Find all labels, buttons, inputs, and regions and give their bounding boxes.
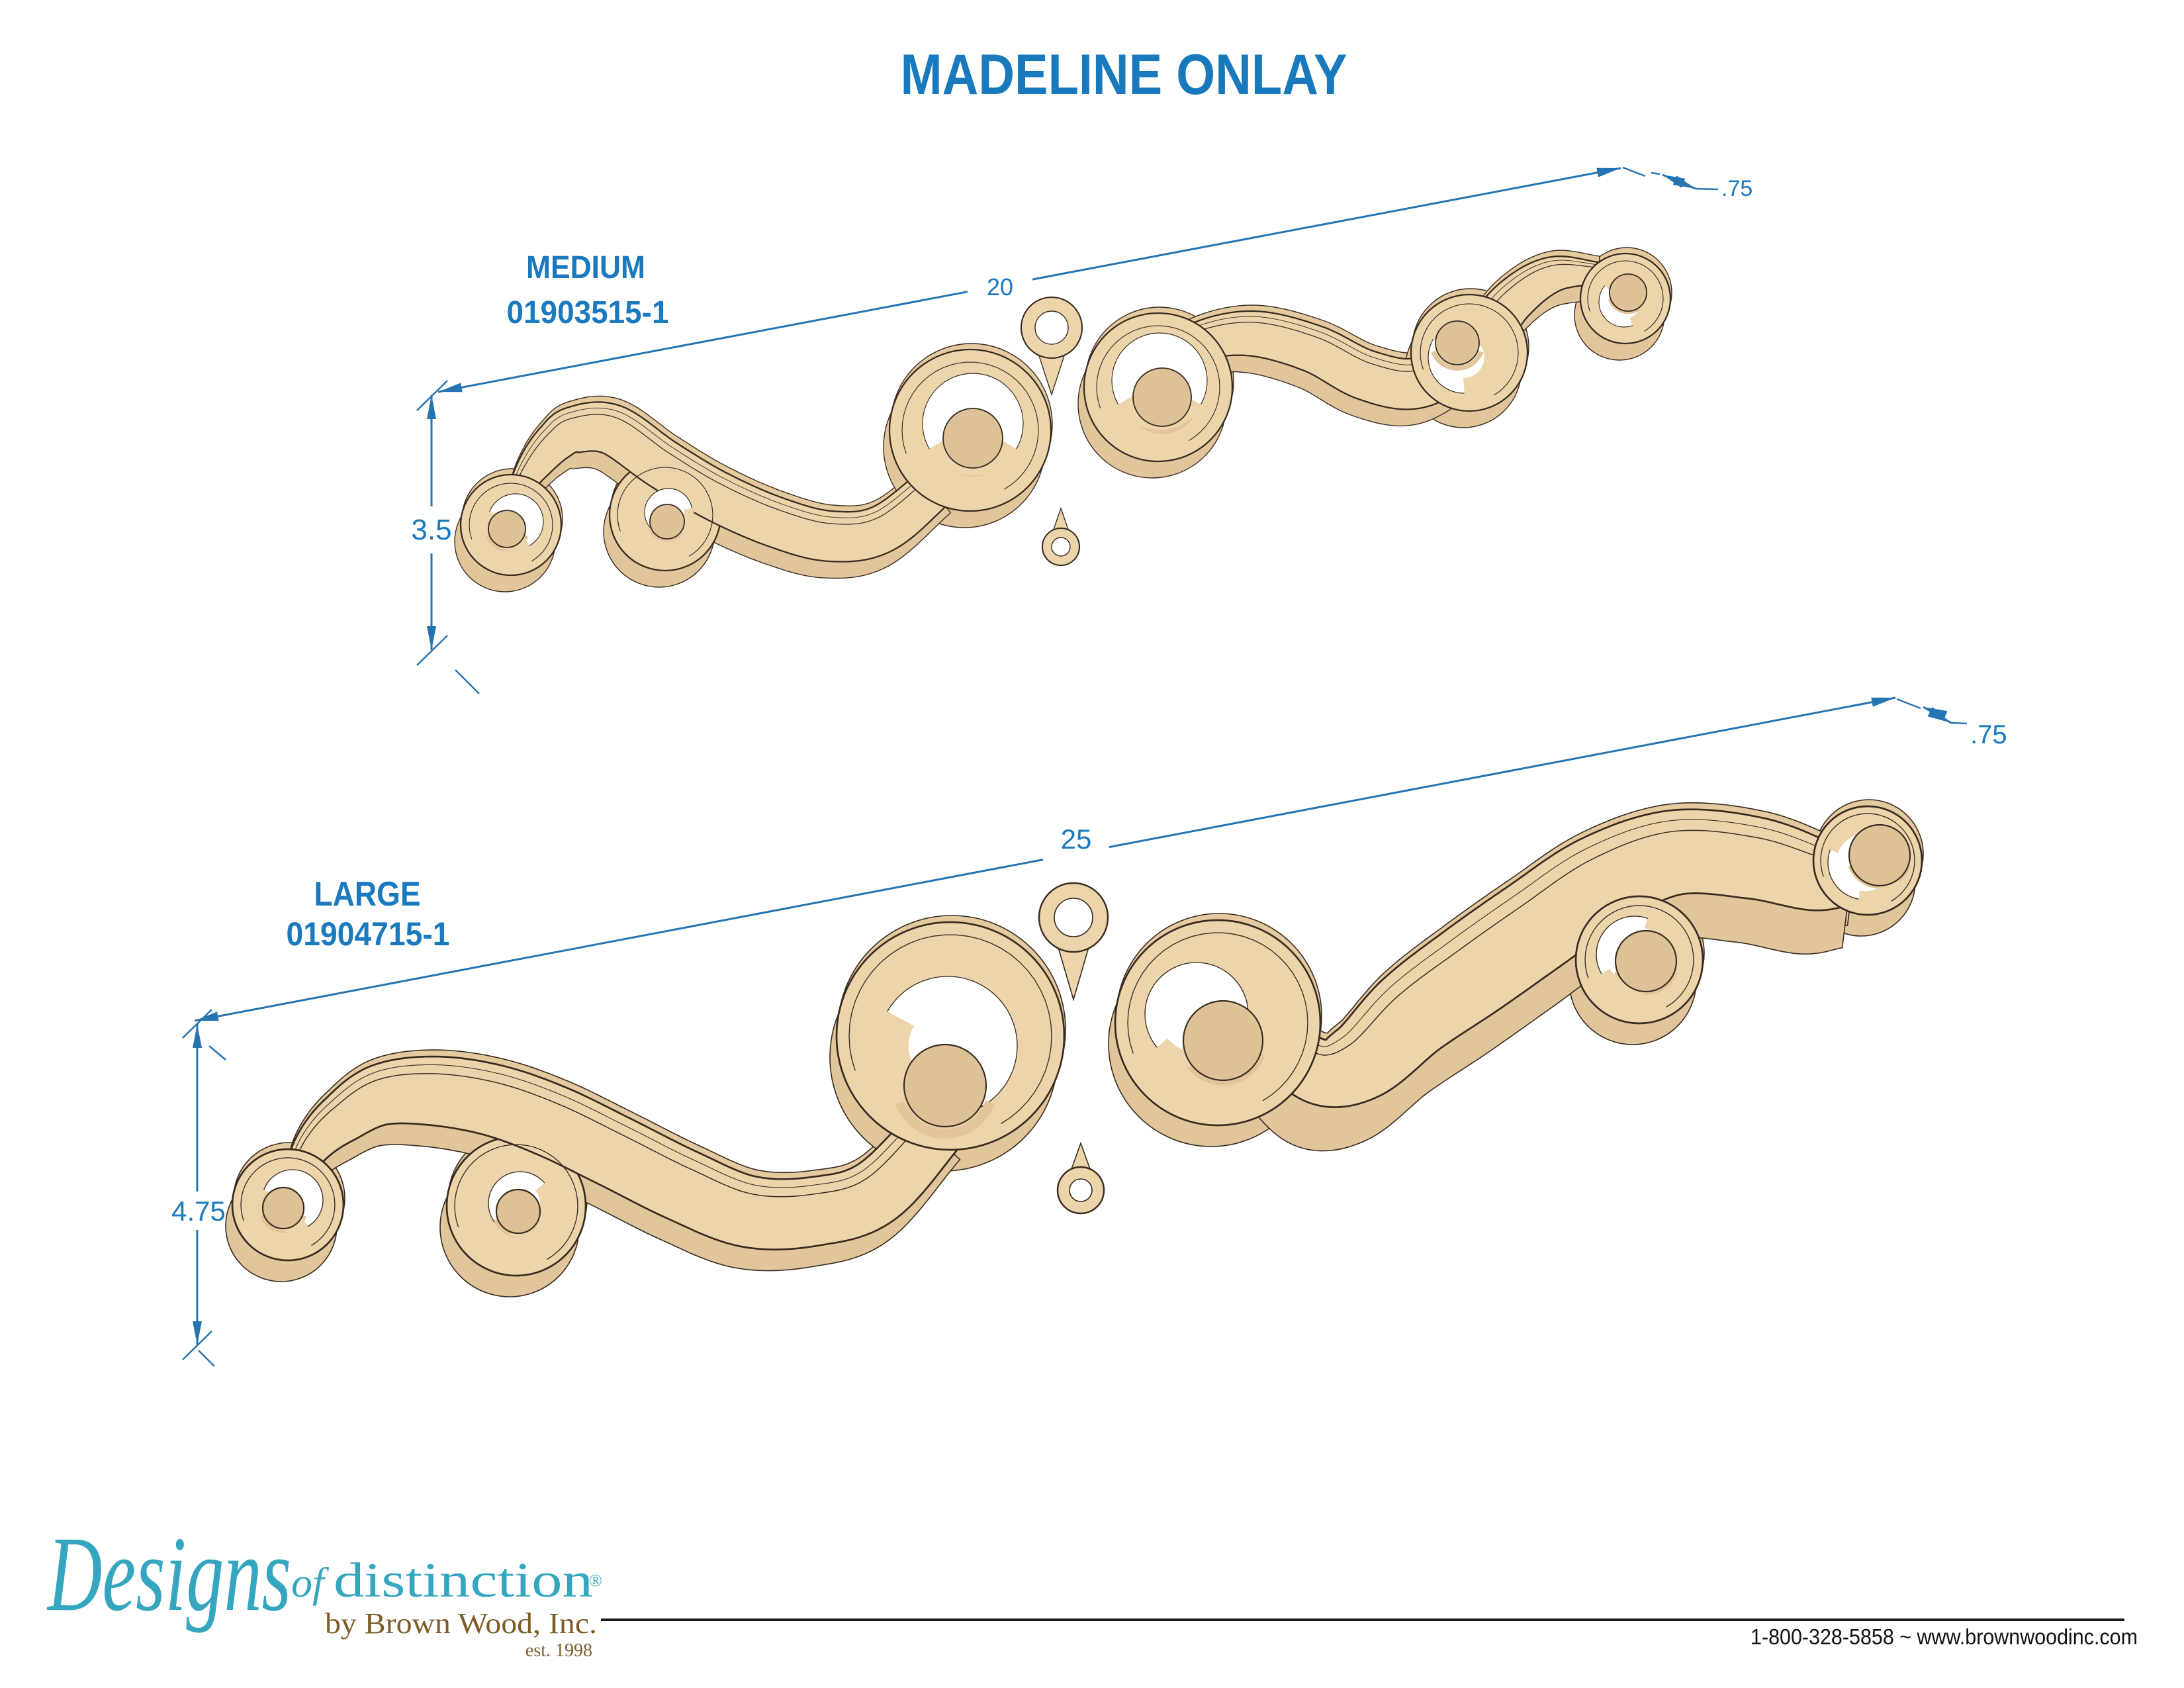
svg-text:.75: .75	[1970, 720, 2007, 749]
svg-text:3.5: 3.5	[411, 514, 451, 546]
svg-text:LARGE: LARGE	[314, 875, 421, 914]
svg-text:25: 25	[1061, 823, 1092, 855]
svg-text:01903515-1: 01903515-1	[507, 295, 669, 330]
svg-text:4.75: 4.75	[171, 1196, 226, 1227]
svg-text:.75: .75	[1721, 176, 1752, 201]
svg-text:20: 20	[987, 273, 1013, 301]
svg-text:MEDIUM: MEDIUM	[526, 250, 645, 285]
svg-text:by Brown Wood, Inc.: by Brown Wood, Inc.	[325, 1607, 597, 1640]
svg-text:est. 1998: est. 1998	[525, 1640, 592, 1661]
svg-text:distinction: distinction	[334, 1554, 593, 1608]
svg-text:®: ®	[589, 1571, 602, 1590]
svg-text:1-800-328-5858 ~ www.brownwood: 1-800-328-5858 ~ www.brownwoodinc.com	[1751, 1624, 2138, 1649]
svg-text:MADELINE ONLAY: MADELINE ONLAY	[901, 43, 1347, 107]
svg-text:of: of	[291, 1559, 330, 1606]
svg-text:01904715-1: 01904715-1	[287, 915, 450, 953]
svg-text:Designs: Designs	[47, 1515, 291, 1634]
